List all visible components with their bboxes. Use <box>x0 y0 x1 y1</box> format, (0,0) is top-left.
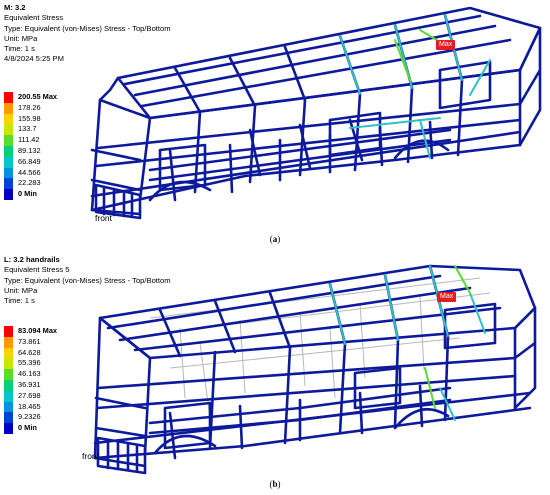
bus-frame-model-a[interactable] <box>0 0 550 248</box>
panel-a-date: 4/8/2024 5:25 PM <box>4 54 64 64</box>
legend-value: 44.566 <box>18 167 41 177</box>
legend-value: 66.849 <box>18 156 41 166</box>
legend-swatch <box>4 167 13 179</box>
legend-value: 155.98 <box>18 113 41 123</box>
caption-letter: a <box>272 234 278 244</box>
legend-swatch <box>4 326 13 337</box>
legend-swatch <box>4 124 13 136</box>
legend-swatch <box>4 390 13 402</box>
panel-b-title: L: 3.2 handrails <box>4 255 60 264</box>
panel-a-type: Type: Equivalent (von-Mises) Stress - To… <box>4 23 171 33</box>
legend-value: 0 Min <box>18 423 37 433</box>
legend-swatch <box>4 358 13 370</box>
legend-swatch <box>4 156 13 168</box>
panel-b-unit: Unit: MPa <box>4 285 38 295</box>
panel-b-caption: (b) <box>269 479 281 489</box>
legend-swatch <box>4 113 13 125</box>
legend-value: 46.163 <box>18 369 41 379</box>
legend-value: 178.26 <box>18 102 41 112</box>
panel-b-header: L: 3.2 handrails Equivalent Stress 5 Typ… <box>4 255 171 306</box>
legend-value: 0 Min <box>18 189 37 199</box>
panel-a-title: M: 3.2 <box>4 3 26 12</box>
legend-swatch <box>4 369 13 380</box>
legend-value: 200.55 Max <box>18 92 58 101</box>
legend-value: 9.2326 <box>18 412 41 422</box>
panel-a-unit: Unit: MPa <box>4 33 38 43</box>
legend-value: 27.698 <box>18 390 41 400</box>
legend-swatch <box>4 189 13 200</box>
legend-value: 18.465 <box>18 401 41 411</box>
legend-swatch <box>4 412 13 424</box>
panel-a: M: 3.2 Equivalent Stress Type: Equivalen… <box>0 0 550 248</box>
panel-a-legend: 200.55 Max 178.26 155.98 133.7 111.42 89… <box>4 92 74 202</box>
legend-swatch <box>4 423 13 434</box>
max-marker: Max <box>437 292 457 302</box>
legend-value: 89.132 <box>18 146 41 155</box>
legend-swatch <box>4 92 13 103</box>
panel-b-type: Type: Equivalent (von-Mises) Stress - To… <box>4 275 171 285</box>
panel-b-legend: 83.094 Max 73.861 64.628 55.396 46.163 3… <box>4 326 74 436</box>
legend-value: 64.628 <box>18 347 41 357</box>
panel-a-header: M: 3.2 Equivalent Stress Type: Equivalen… <box>4 3 171 65</box>
legend-value: 36.931 <box>18 380 41 389</box>
panel-a-subtitle: Equivalent Stress <box>4 13 64 23</box>
panel-a-caption: (a) <box>269 234 281 244</box>
panel-b-subtitle: Equivalent Stress 5 <box>4 265 70 275</box>
legend-swatch <box>4 146 13 157</box>
legend-swatch <box>4 380 13 391</box>
legend-value: 22.283 <box>18 178 41 188</box>
panel-b: L: 3.2 handrails Equivalent Stress 5 Typ… <box>0 248 550 495</box>
legend-swatch <box>4 401 13 413</box>
legend-value: 73.861 <box>18 336 41 346</box>
max-marker: Max <box>436 40 456 50</box>
legend-swatch <box>4 347 13 359</box>
legend-value: 55.396 <box>18 358 41 368</box>
legend-value: 133.7 <box>18 124 37 134</box>
legend-value: 111.42 <box>18 135 40 145</box>
legend-swatch <box>4 178 13 190</box>
panel-b-time: Time: 1 s <box>4 296 35 306</box>
front-label: front <box>82 451 100 461</box>
legend-swatch <box>4 336 13 348</box>
legend-swatch <box>4 135 13 146</box>
legend-swatch <box>4 102 13 114</box>
front-label: front <box>95 213 113 223</box>
legend-value: 83.094 Max <box>18 326 58 335</box>
panel-a-time: Time: 1 s <box>4 44 35 54</box>
caption-letter: b <box>272 479 278 489</box>
bus-frame-model-b[interactable] <box>0 248 550 495</box>
